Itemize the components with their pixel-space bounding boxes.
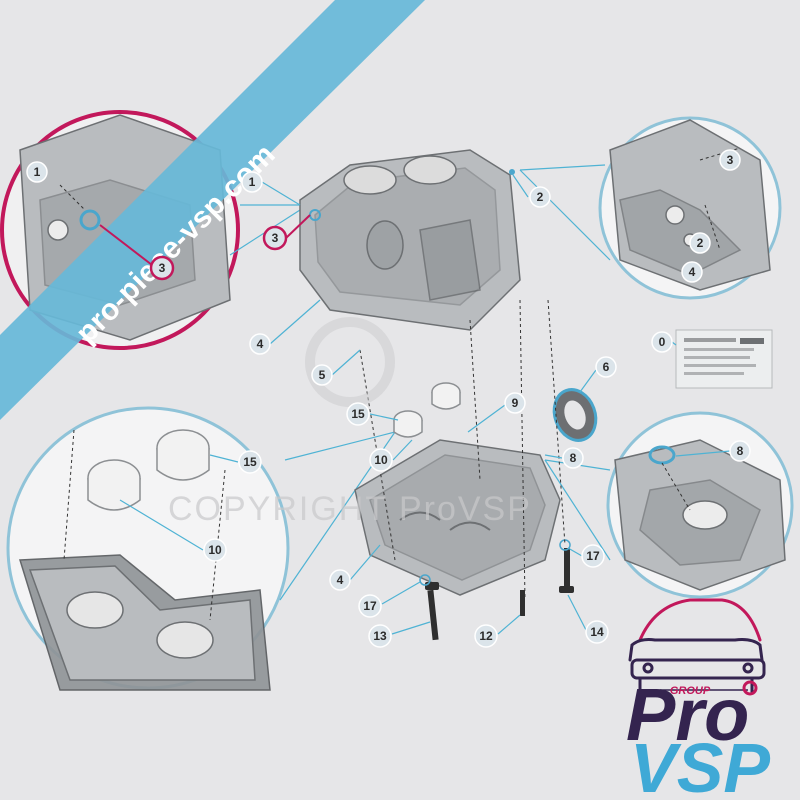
callout-17-left: 17 xyxy=(358,581,421,618)
svg-text:4: 4 xyxy=(689,265,696,279)
svg-text:15: 15 xyxy=(351,407,365,421)
cylinder-block xyxy=(299,149,521,331)
callout-2-main: 2 xyxy=(512,174,551,208)
callout-8-main: 8 xyxy=(544,447,584,469)
callout-15-main: 15 xyxy=(346,402,399,426)
assembly-axes xyxy=(359,299,566,601)
svg-text:5: 5 xyxy=(319,368,326,382)
svg-text:3: 3 xyxy=(727,153,734,167)
logo-vsp-text: VSP xyxy=(630,729,770,800)
callout-3-detail-left: 3 xyxy=(99,224,175,281)
callout-1-detail: 1 xyxy=(26,161,48,183)
callout-9: 9 xyxy=(467,392,526,433)
callout-13: 13 xyxy=(368,621,431,648)
svg-text:13: 13 xyxy=(373,629,387,643)
bearing-shell xyxy=(156,429,210,481)
bolts xyxy=(419,539,574,641)
svg-text:8: 8 xyxy=(570,451,577,465)
svg-text:9: 9 xyxy=(512,396,519,410)
callout-10-main: 10 xyxy=(369,439,413,472)
callout-10-detail: 10 xyxy=(119,499,227,562)
svg-text:2: 2 xyxy=(697,236,704,250)
callout-4-top: 4 xyxy=(249,299,321,355)
svg-text:17: 17 xyxy=(363,599,377,613)
logo-pro-text: Pro xyxy=(626,673,749,756)
bearing-shells-centre xyxy=(393,382,461,438)
callout-15-detail: 15 xyxy=(209,450,262,474)
detail-lens-bearings xyxy=(6,406,290,691)
callout-3-detail-right: 3 xyxy=(719,149,741,171)
callout-4-bottom: 4 xyxy=(329,544,381,591)
provsp-logo: GROUP Pro VSP xyxy=(626,598,770,800)
callout-17-right: 17 xyxy=(567,544,605,568)
copyright-watermark: COPYRIGHT ProVSP xyxy=(168,490,532,528)
svg-text:14: 14 xyxy=(590,625,604,639)
callout-1-main: 1 xyxy=(241,171,301,206)
svg-text:0: 0 xyxy=(659,335,666,349)
svg-text:3: 3 xyxy=(159,261,166,275)
svg-text:3: 3 xyxy=(272,231,279,245)
svg-text:10: 10 xyxy=(374,453,388,467)
logo-group-text: GROUP xyxy=(670,685,711,697)
logo-dot-icon xyxy=(742,680,758,696)
car-outline-icon xyxy=(628,598,766,694)
svg-text:17: 17 xyxy=(586,549,600,563)
bearing-shell xyxy=(87,459,141,511)
svg-text:4: 4 xyxy=(257,337,264,351)
callout-3-main: 3 xyxy=(262,214,311,251)
svg-text:15: 15 xyxy=(243,455,257,469)
svg-text:8: 8 xyxy=(737,444,744,458)
callout-5: 5 xyxy=(311,349,361,386)
callout-12: 12 xyxy=(474,614,521,648)
parts-label-sticker xyxy=(675,329,773,389)
callout-6: 6 xyxy=(579,356,617,393)
callout-4-detail: 4 xyxy=(681,261,703,283)
svg-text:1: 1 xyxy=(249,175,256,189)
svg-text:4: 4 xyxy=(337,573,344,587)
svg-text:1: 1 xyxy=(34,165,41,179)
callout-2-detail: 2 xyxy=(689,232,711,254)
callout-0: 0 xyxy=(651,331,677,353)
svg-text:10: 10 xyxy=(208,543,222,557)
callout-8-detail: 8 xyxy=(675,440,751,462)
svg-text:12: 12 xyxy=(479,629,493,643)
svg-text:6: 6 xyxy=(603,360,610,374)
callout-14: 14 xyxy=(567,594,609,644)
lower-crankcase xyxy=(354,439,561,596)
copyright-mark xyxy=(305,317,395,407)
svg-text:2: 2 xyxy=(537,190,544,204)
detail-lens-seal xyxy=(606,411,794,599)
